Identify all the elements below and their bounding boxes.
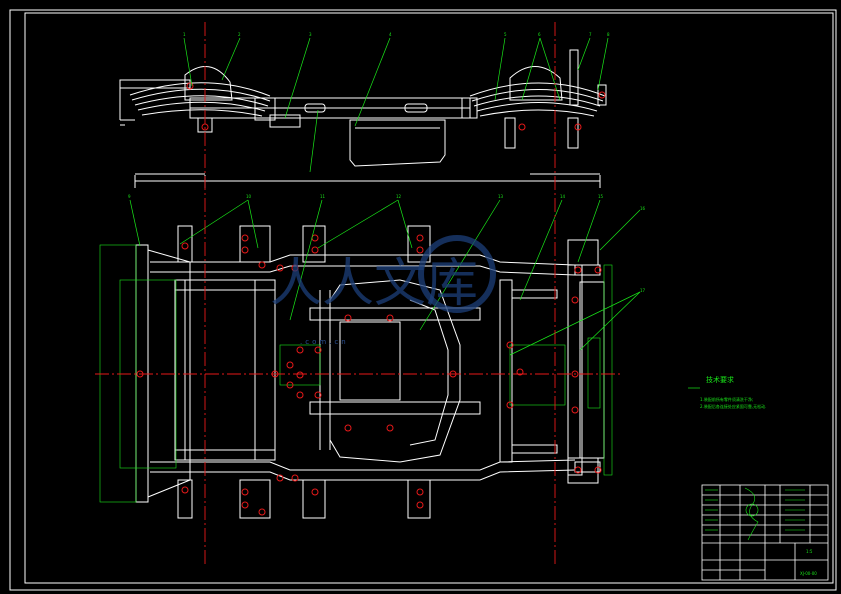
plan-view-holes (136, 234, 602, 516)
balloon: 15 (598, 194, 604, 199)
plan-view-balloons: 9 10 11 12 13 14 15 16 17 (128, 194, 646, 293)
side-view-balloons: 1 2 3 4 5 6 7 8 (183, 32, 610, 37)
plan-view (99, 225, 613, 519)
drawing-number: XJ-00-00 (800, 571, 817, 576)
balloon: 5 (504, 32, 507, 37)
plan-view-leaders (129, 199, 700, 389)
side-view-holes (186, 82, 606, 131)
balloon: 13 (498, 194, 504, 199)
title-block (701, 484, 829, 581)
balloon: 10 (246, 194, 252, 199)
balloon: 14 (560, 194, 566, 199)
balloon: 9 (128, 194, 131, 199)
balloon: 16 (640, 206, 646, 211)
side-view (119, 49, 607, 188)
balloon: 1 (183, 32, 186, 37)
balloon: 12 (396, 194, 402, 199)
notes-line: 2.装配后各连接处应紧固可靠,无松动. (700, 404, 767, 409)
balloon: 17 (640, 288, 646, 293)
balloon: 11 (320, 194, 326, 199)
balloon: 4 (389, 32, 392, 37)
watermark-url: .com.cn (300, 338, 349, 346)
balloon: 6 (538, 32, 541, 37)
side-view-leaders (183, 37, 609, 173)
balloon: 8 (607, 32, 610, 37)
scale-label: 1:5 (806, 549, 813, 554)
notes-title: 技术要求 (706, 376, 734, 384)
notes-line: 1.装配前所有零件须清洗干净; (700, 397, 754, 402)
center-lines (95, 22, 620, 565)
title-block-graphic (705, 487, 805, 541)
balloon: 3 (309, 32, 312, 37)
balloon: 2 (238, 32, 241, 37)
balloon: 7 (589, 32, 592, 37)
